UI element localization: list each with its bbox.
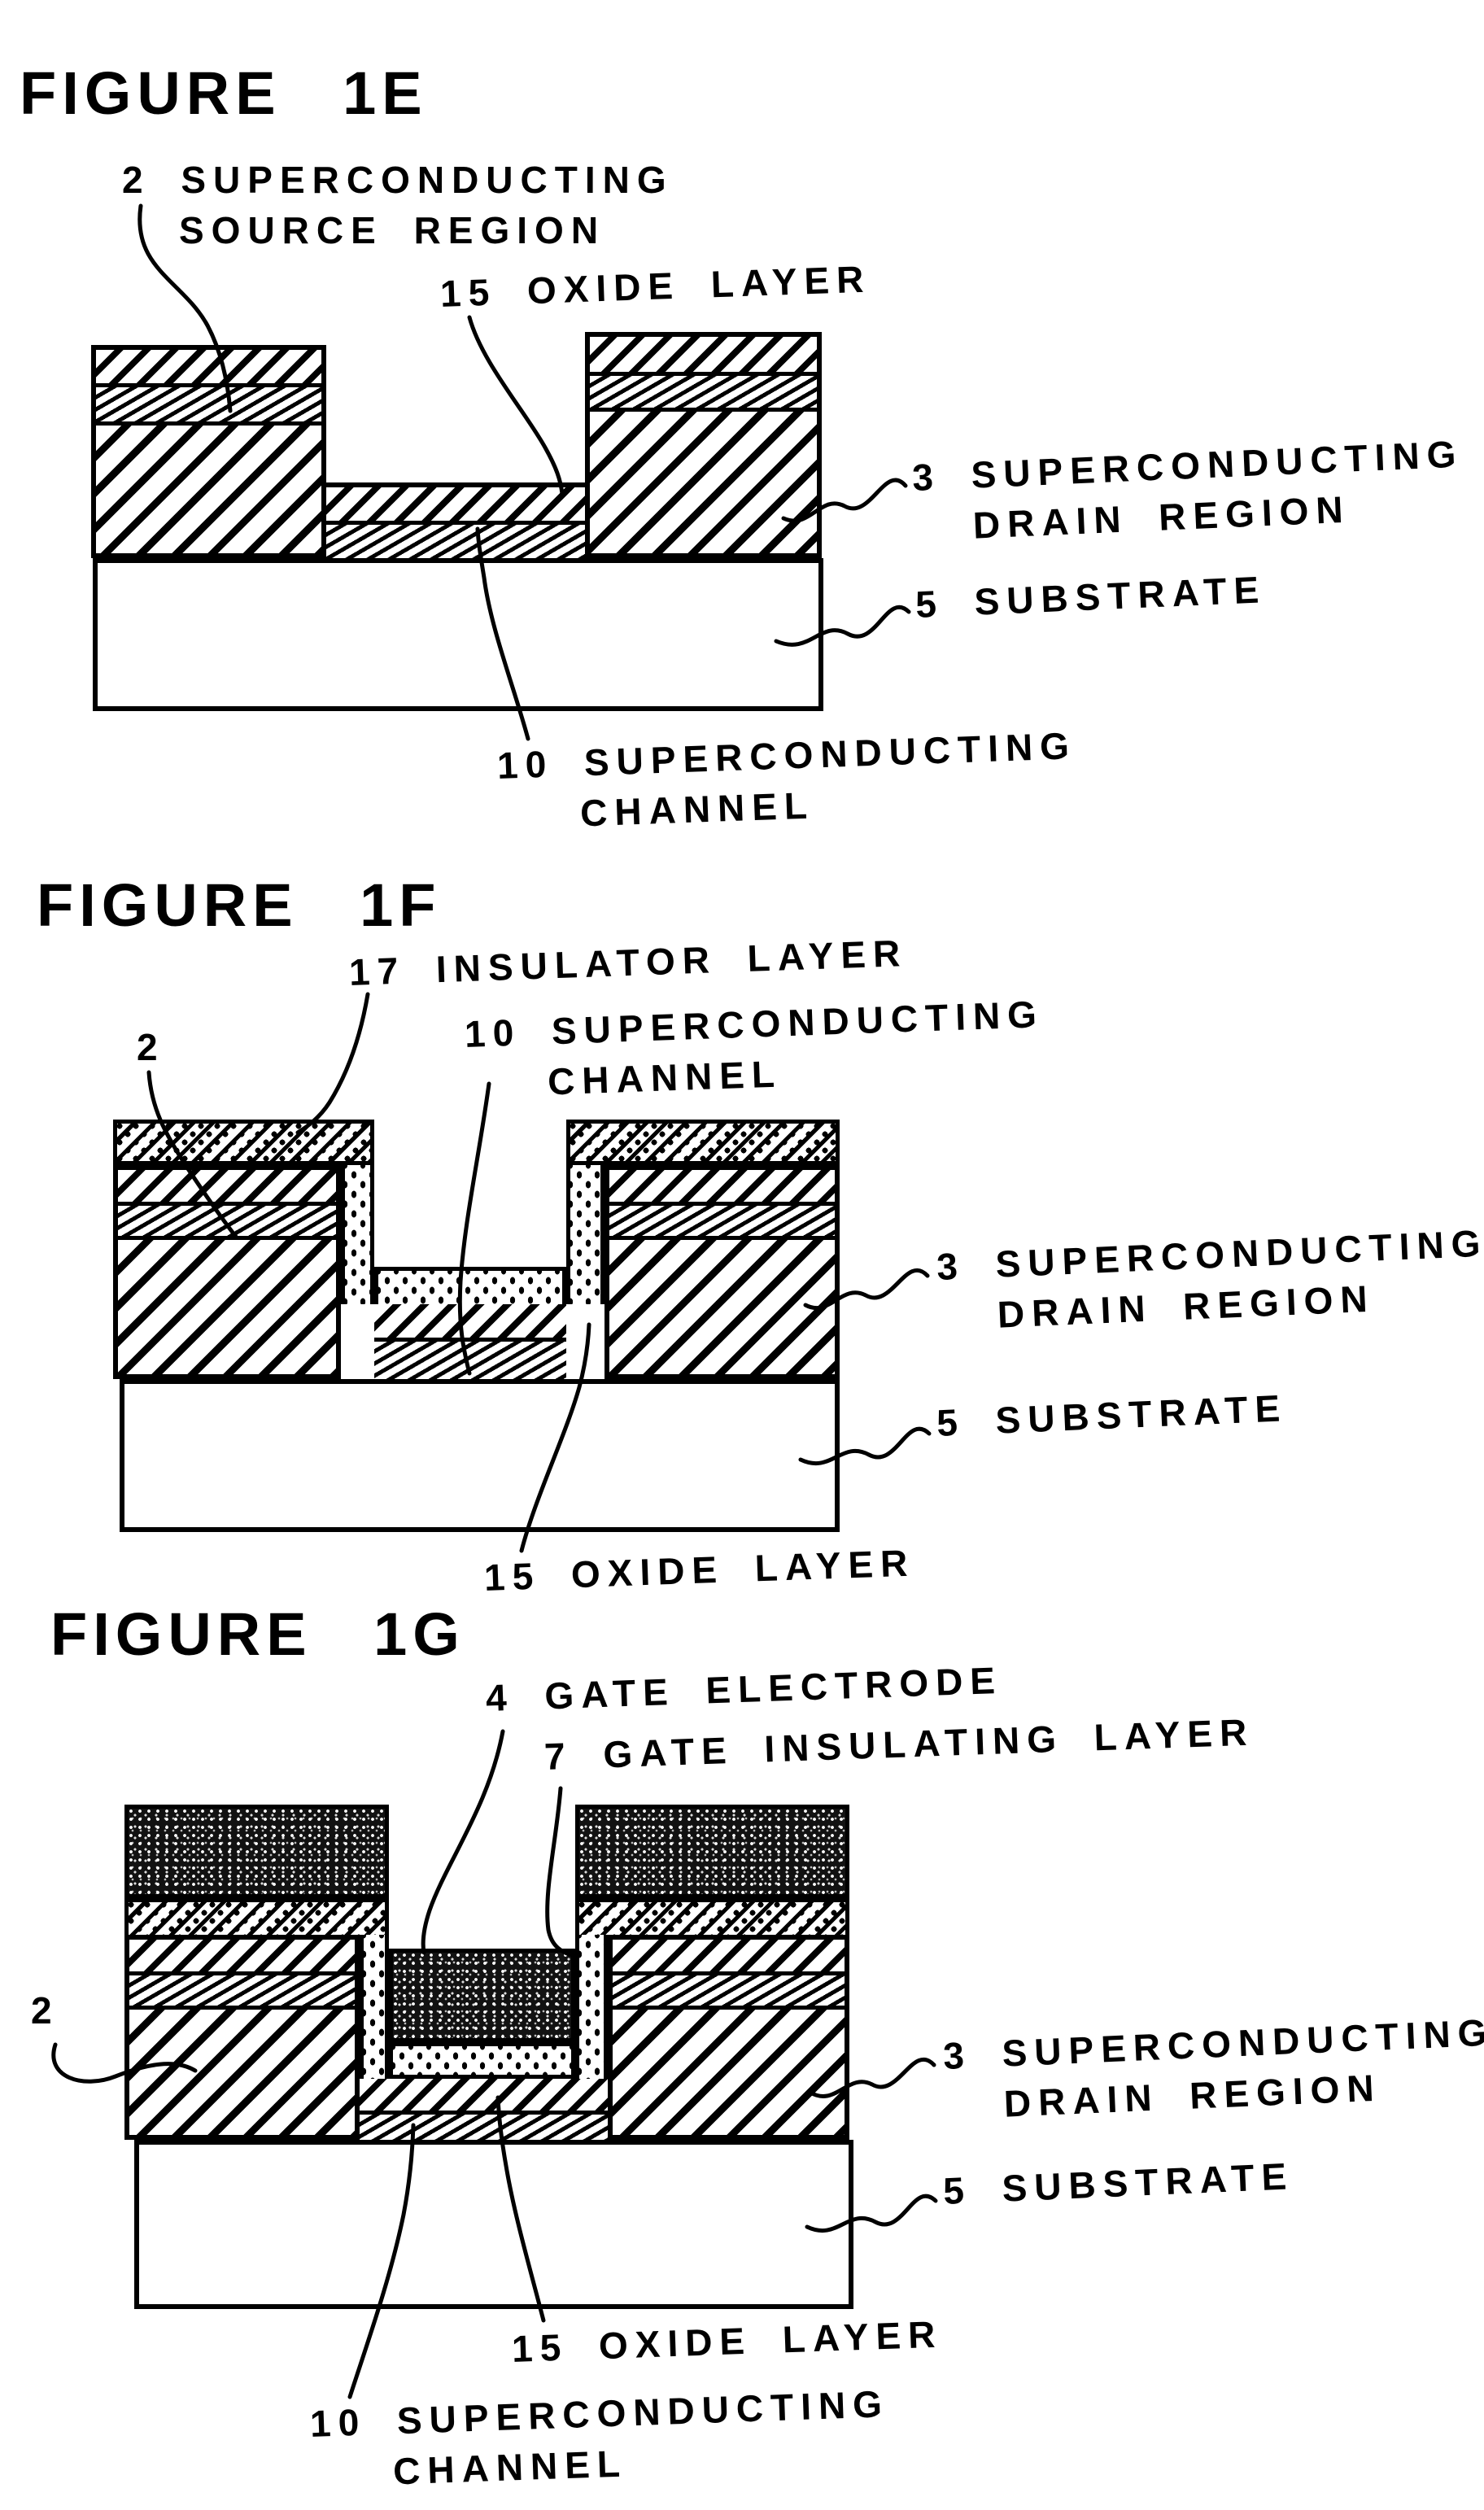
fig1e-source-ref: 2 xyxy=(122,159,151,201)
fig1f-channel-recess xyxy=(374,1304,566,1379)
fig1g-insulator-over-drain xyxy=(575,1898,849,1939)
fig1g-channel-label: 10 SUPERCONDUCTING CHANNEL xyxy=(309,2382,890,2493)
fig1g-oxide-ref: 15 xyxy=(511,2325,570,2370)
fig1g-gate-insulator-ref: 7 xyxy=(543,1734,574,1778)
fig1e-channel-label: 10 SUPERCONDUCTING CHANNEL xyxy=(496,724,1077,835)
fig1e-recess-oxide-layer xyxy=(326,487,585,525)
fig1e-source-body xyxy=(96,426,321,553)
fig1f-drain-label: 3 SUPERCONDUCTING DRAIN REGION xyxy=(936,1221,1484,1336)
fig1f-insulator-top-left xyxy=(113,1120,374,1165)
fig1f-insulator-recess-strip xyxy=(374,1267,566,1308)
fig1f-insulator-sidewall-right xyxy=(566,1165,605,1304)
fig1f-substrate xyxy=(120,1379,840,1532)
fig1e-source-mid-layer xyxy=(96,387,321,426)
fig1f-insulator-sidewall-left xyxy=(341,1165,374,1304)
fig1f-oxide-ref: 15 xyxy=(483,1554,542,1599)
fig1f-source-top-oxide-layer xyxy=(118,1170,336,1206)
fig1g-gate-metal-over-drain xyxy=(575,1805,849,1898)
fig1f-oxide-label: 15 OXIDE LAYER xyxy=(483,1541,916,1599)
fig1f-drain-body xyxy=(609,1240,835,1374)
fig1g-recess-oxide-layer xyxy=(360,2079,608,2115)
fig1f-substrate-label: 5 SUBSTRATE xyxy=(936,1386,1289,1444)
fig1f-source-ref-label: 2 xyxy=(137,1026,165,1068)
fig1g-gate-metal-over-source xyxy=(124,1805,389,1898)
fig1f-title: FIGURE 1F xyxy=(37,871,442,939)
fig1e-recess-channel-layer xyxy=(326,525,585,558)
fig1g-gate-ref: 4 xyxy=(485,1675,515,1719)
fig1g-substrate-ref: 5 xyxy=(942,2168,973,2212)
fig1e-channel-ref: 10 xyxy=(496,742,555,787)
fig1g-drain-body xyxy=(613,2010,845,2135)
fig1g-substrate xyxy=(134,2140,853,2309)
fig1f-drain-top-oxide-layer xyxy=(609,1170,835,1206)
fig1g-channel-ref: 10 xyxy=(309,2400,368,2445)
fig1g-recess-channel-layer xyxy=(360,2115,608,2140)
fig1g-source-ref-label: 2 xyxy=(31,1989,59,2032)
fig1e-oxide-leader xyxy=(467,315,565,496)
fig1e-drain-mid-layer xyxy=(590,376,817,412)
fig1g-gate-leader xyxy=(421,1729,505,1955)
fig1g-drain-label: 3 SUPERCONDUCTING DRAIN REGION xyxy=(942,2010,1484,2125)
fig1e-drain-top-oxide-layer xyxy=(590,337,817,376)
fig1g-insulator-over-source xyxy=(124,1898,389,1939)
fig1f-drain-mid-layer xyxy=(609,1206,835,1240)
fig1f-source-block xyxy=(113,1165,341,1379)
fig1f-channel-ref: 10 xyxy=(464,1011,522,1055)
fig1f-recess-channel-layer xyxy=(374,1342,566,1379)
fig1e-drain-label: 3 SUPERCONDUCTING DRAIN REGION xyxy=(911,432,1464,547)
fig1e-substrate xyxy=(93,558,823,711)
fig1g-drain-top-oxide-layer xyxy=(613,1940,845,1975)
fig1g-channel-recess xyxy=(360,2079,608,2140)
fig1f-channel-label: 10 SUPERCONDUCTING CHANNEL xyxy=(464,993,1045,1103)
fig1e-source-block xyxy=(91,345,326,558)
fig1f-insulator-top-right xyxy=(566,1120,840,1165)
fig1f-drain-block xyxy=(605,1165,840,1379)
fig1g-title: FIGURE 1G xyxy=(50,1600,465,1668)
fig1f-source-body xyxy=(118,1240,336,1374)
fig1g-gate-insulator-label: 7 GATE INSULATING LAYER xyxy=(543,1710,1255,1778)
fig1f-insulator-leader xyxy=(295,992,370,1135)
fig1e-source-label: 2 SUPERCONDUCTING SOURCE REGION xyxy=(122,159,674,252)
fig1f-drain-ref: 3 xyxy=(936,1244,967,1288)
fig1g-drain-ref: 3 xyxy=(942,2033,973,2077)
fig1e-oxide-label: 15 OXIDE LAYER xyxy=(439,257,872,315)
fig1g-oxide-label: 15 OXIDE LAYER xyxy=(511,2312,944,2370)
fig1g-gate-insulator-sidewall-left xyxy=(360,1935,389,2079)
fig1g-gate-insulator-sidewall-right xyxy=(575,1935,608,2079)
fig1e-channel-recess xyxy=(326,482,585,558)
fig1g-source-body xyxy=(129,2010,355,2135)
fig1g-drain-mid-layer xyxy=(613,1975,845,2010)
fig1g-source-top-oxide-layer xyxy=(129,1940,355,1975)
fig1e-drain-body xyxy=(590,412,817,553)
fig1f-recess-oxide-layer xyxy=(374,1304,566,1342)
fig1f-insulator-ref: 17 xyxy=(348,949,407,993)
fig1g-gate-label: 4 GATE ELECTRODE xyxy=(485,1658,1003,1719)
fig1e-oxide-ref: 15 xyxy=(439,270,498,315)
fig1g-substrate-label: 5 SUBSTRATE xyxy=(942,2154,1295,2212)
fig1e-drain-block xyxy=(585,332,822,558)
fig1e-substrate-ref: 5 xyxy=(914,582,945,626)
fig1f-source-mid-layer xyxy=(118,1206,336,1240)
fig1g-gate-electrode xyxy=(389,1949,575,2042)
fig1g-source-block xyxy=(124,1935,360,2140)
fig1g-gate-insulating-layer xyxy=(389,2042,575,2079)
fig1g-drain-block xyxy=(608,1935,849,2140)
fig1e-source-top-oxide-layer xyxy=(96,350,321,387)
fig1e-drain-ref: 3 xyxy=(911,455,942,499)
fig1g-source-mid-layer xyxy=(129,1975,355,2010)
fig1g-gate-insulator-leader xyxy=(545,1786,577,1958)
fig1e-title: FIGURE 1E xyxy=(20,59,428,127)
fig1e-substrate-label: 5 SUBSTRATE xyxy=(914,568,1268,626)
fig1f-substrate-ref: 5 xyxy=(936,1400,967,1444)
